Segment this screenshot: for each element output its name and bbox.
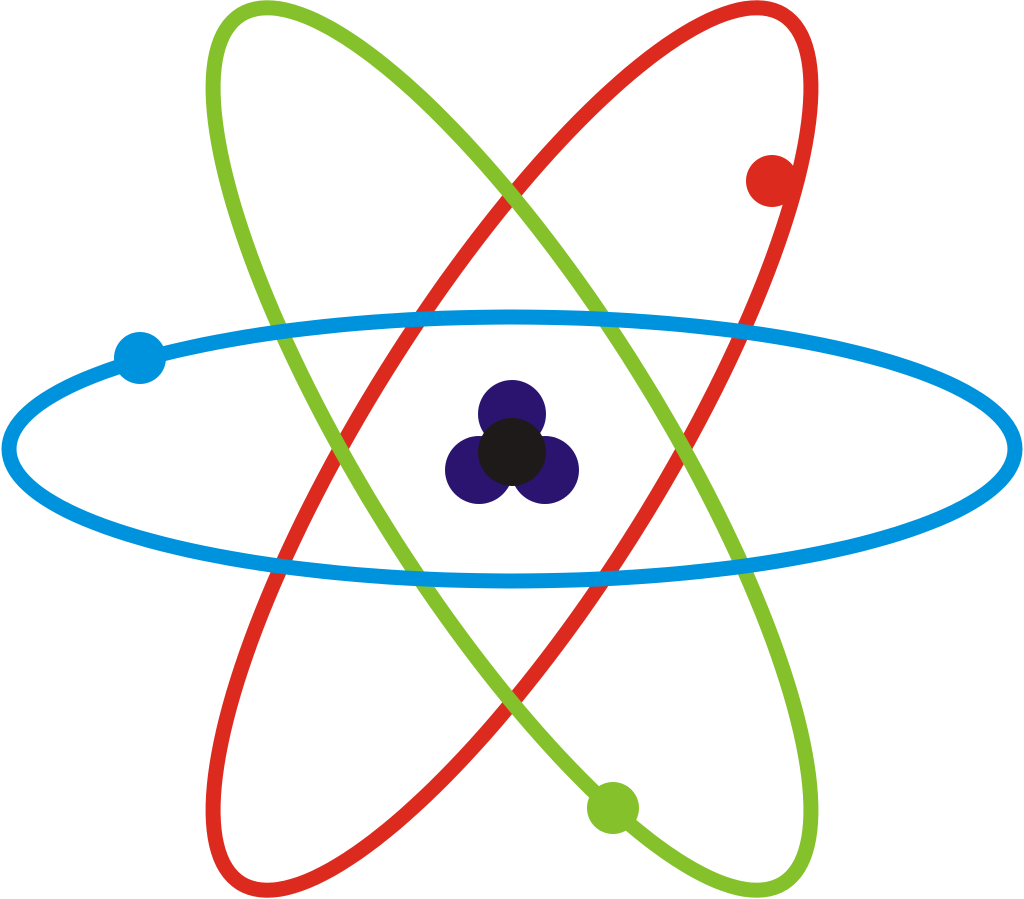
- red-electron: [746, 155, 798, 207]
- red-orbit: [205, 0, 819, 898]
- blue-electron: [114, 332, 166, 384]
- green-electron: [587, 782, 639, 834]
- neutron: [478, 418, 546, 486]
- blue-orbit: [1, 309, 1023, 589]
- green-orbit: [205, 0, 819, 898]
- nucleus: [445, 380, 579, 504]
